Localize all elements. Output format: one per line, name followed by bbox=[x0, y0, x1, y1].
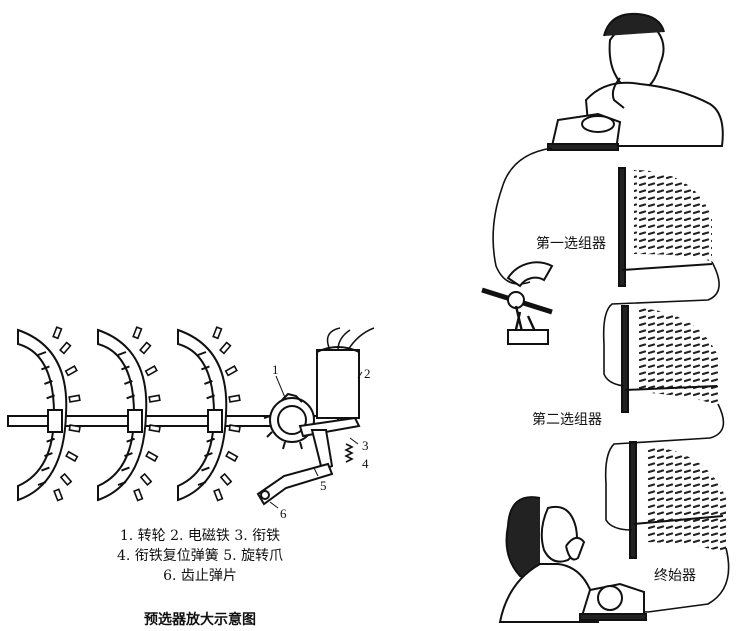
legend-line-2: 4. 衔铁复位弹簧 5. 旋转爪 bbox=[116, 548, 284, 564]
first-selector-wiper bbox=[481, 261, 554, 345]
telephone-top bbox=[547, 112, 622, 152]
contact-bank-2 bbox=[638, 308, 718, 406]
part-number-5: 5 bbox=[320, 478, 327, 493]
part-number-6: 6 bbox=[280, 506, 287, 521]
legend-line-3: 6. 齿止弹片 bbox=[163, 568, 237, 584]
figure-caption: 预选器放大示意图 bbox=[144, 612, 256, 628]
man-caller bbox=[584, 12, 724, 147]
shaft-3 bbox=[629, 441, 637, 559]
contact-bank-1 bbox=[634, 170, 712, 262]
electromagnet bbox=[316, 349, 360, 419]
label-second-selector: 第二选组器 bbox=[532, 412, 602, 428]
stop-spring bbox=[256, 462, 334, 506]
label-final-selector: 终始器 bbox=[654, 568, 696, 584]
armature-spring bbox=[344, 443, 354, 463]
exchange-drawing bbox=[481, 12, 730, 623]
woman-receiver bbox=[498, 496, 600, 623]
preselector-drawing bbox=[7, 326, 375, 509]
part-number-3: 3 bbox=[362, 438, 369, 453]
part-number-1: 1 bbox=[272, 362, 279, 377]
rotor-wheel-2 bbox=[97, 326, 161, 502]
parts-legend: 1. 转轮 2. 电磁铁 3. 衔铁 4. 衔铁复位弹簧 5. 旋转爪 6. 齿… bbox=[60, 526, 340, 586]
line-cord-top bbox=[492, 147, 553, 285]
shaft-2 bbox=[621, 305, 629, 413]
telephone-bottom bbox=[579, 582, 647, 621]
part-number-4: 4 bbox=[362, 456, 369, 471]
shaft-1 bbox=[618, 167, 626, 287]
contact-bank-3 bbox=[646, 446, 726, 554]
rotating-pawl bbox=[310, 429, 334, 472]
part-number-2: 2 bbox=[364, 366, 371, 381]
legend-line-1: 1. 转轮 2. 电磁铁 3. 衔铁 bbox=[119, 528, 281, 544]
rotor-wheel-3 bbox=[177, 326, 241, 502]
label-first-selector: 第一选组器 bbox=[536, 236, 606, 252]
rotor-wheel-1 bbox=[17, 326, 81, 502]
